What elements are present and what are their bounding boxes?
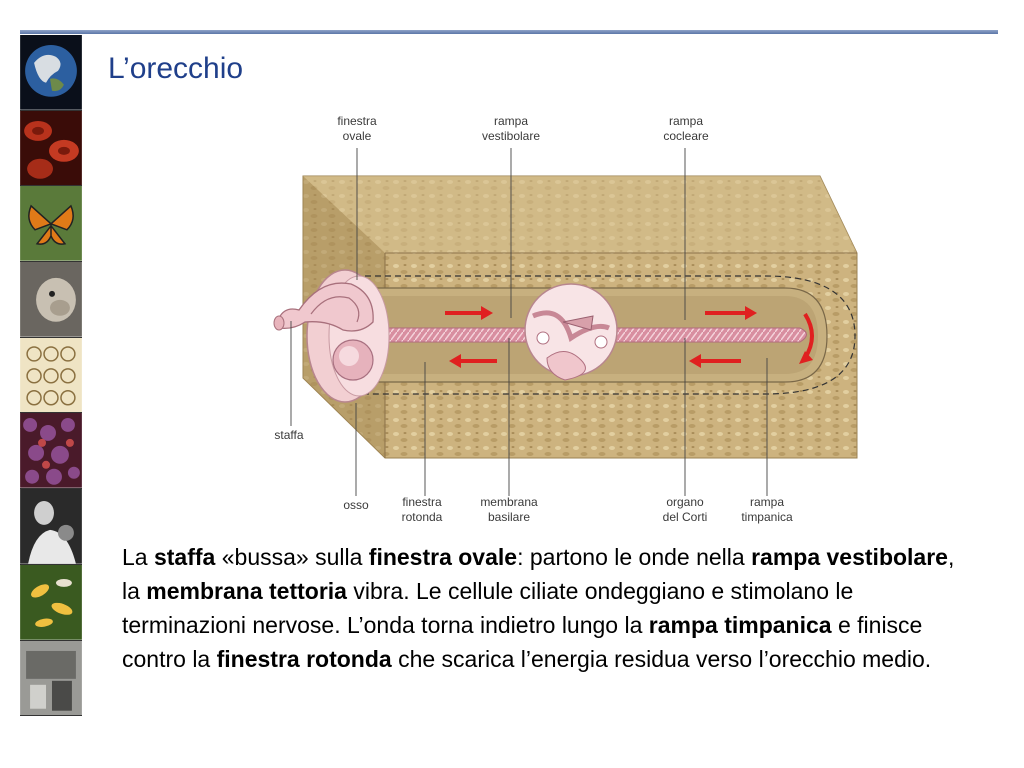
caption-text: che scarica l’energia residua verso l’or… — [391, 646, 932, 672]
caption-text: : partono le onde nella — [517, 544, 752, 570]
caption-text: vibra. Le cellule ciliate ondeggiano e s… — [122, 578, 854, 638]
leader-lines — [290, 148, 768, 496]
cross-section — [524, 283, 618, 381]
caption-term-finestra-rotonda: finestra rotonda — [216, 646, 392, 672]
header-rule — [20, 30, 998, 34]
caption-term-rampa-vestibolare: rampa vestibolare — [751, 544, 948, 570]
earth-photo — [20, 35, 82, 111]
wave-arrows — [445, 306, 814, 368]
caption-text: La — [122, 544, 154, 570]
red-blood-cells-photo — [20, 110, 82, 187]
scientist-photo — [20, 489, 82, 565]
cells-micrograph — [20, 413, 82, 490]
label-osso: osso — [343, 498, 369, 512]
sidebar-image-strip — [20, 35, 82, 717]
chimpanzee-photo — [20, 262, 82, 338]
caption-text: e finisce contro la — [122, 612, 923, 672]
embryo-drawings — [20, 337, 82, 414]
caption-term-rampa-timpanica: rampa timpanica — [648, 612, 832, 638]
caption-text: «bussa» sulla — [215, 544, 369, 570]
laboratory-photo — [20, 640, 82, 717]
caption-text: , la — [122, 544, 955, 604]
slide-title: L’orecchio — [108, 52, 244, 85]
caption-term-finestra-ovale: finestra ovale — [368, 544, 518, 570]
slide-caption: La staffa «bussa» sulla finestra ovale: … — [122, 540, 962, 676]
caption-term-membrana-tettoria: membrana tettoria — [146, 578, 347, 604]
butterfly-photo — [20, 186, 82, 263]
label-staffa: staffa — [274, 428, 303, 442]
flowers-photo — [20, 564, 82, 641]
caption-term-staffa: staffa — [153, 544, 216, 570]
stapes — [273, 282, 374, 332]
